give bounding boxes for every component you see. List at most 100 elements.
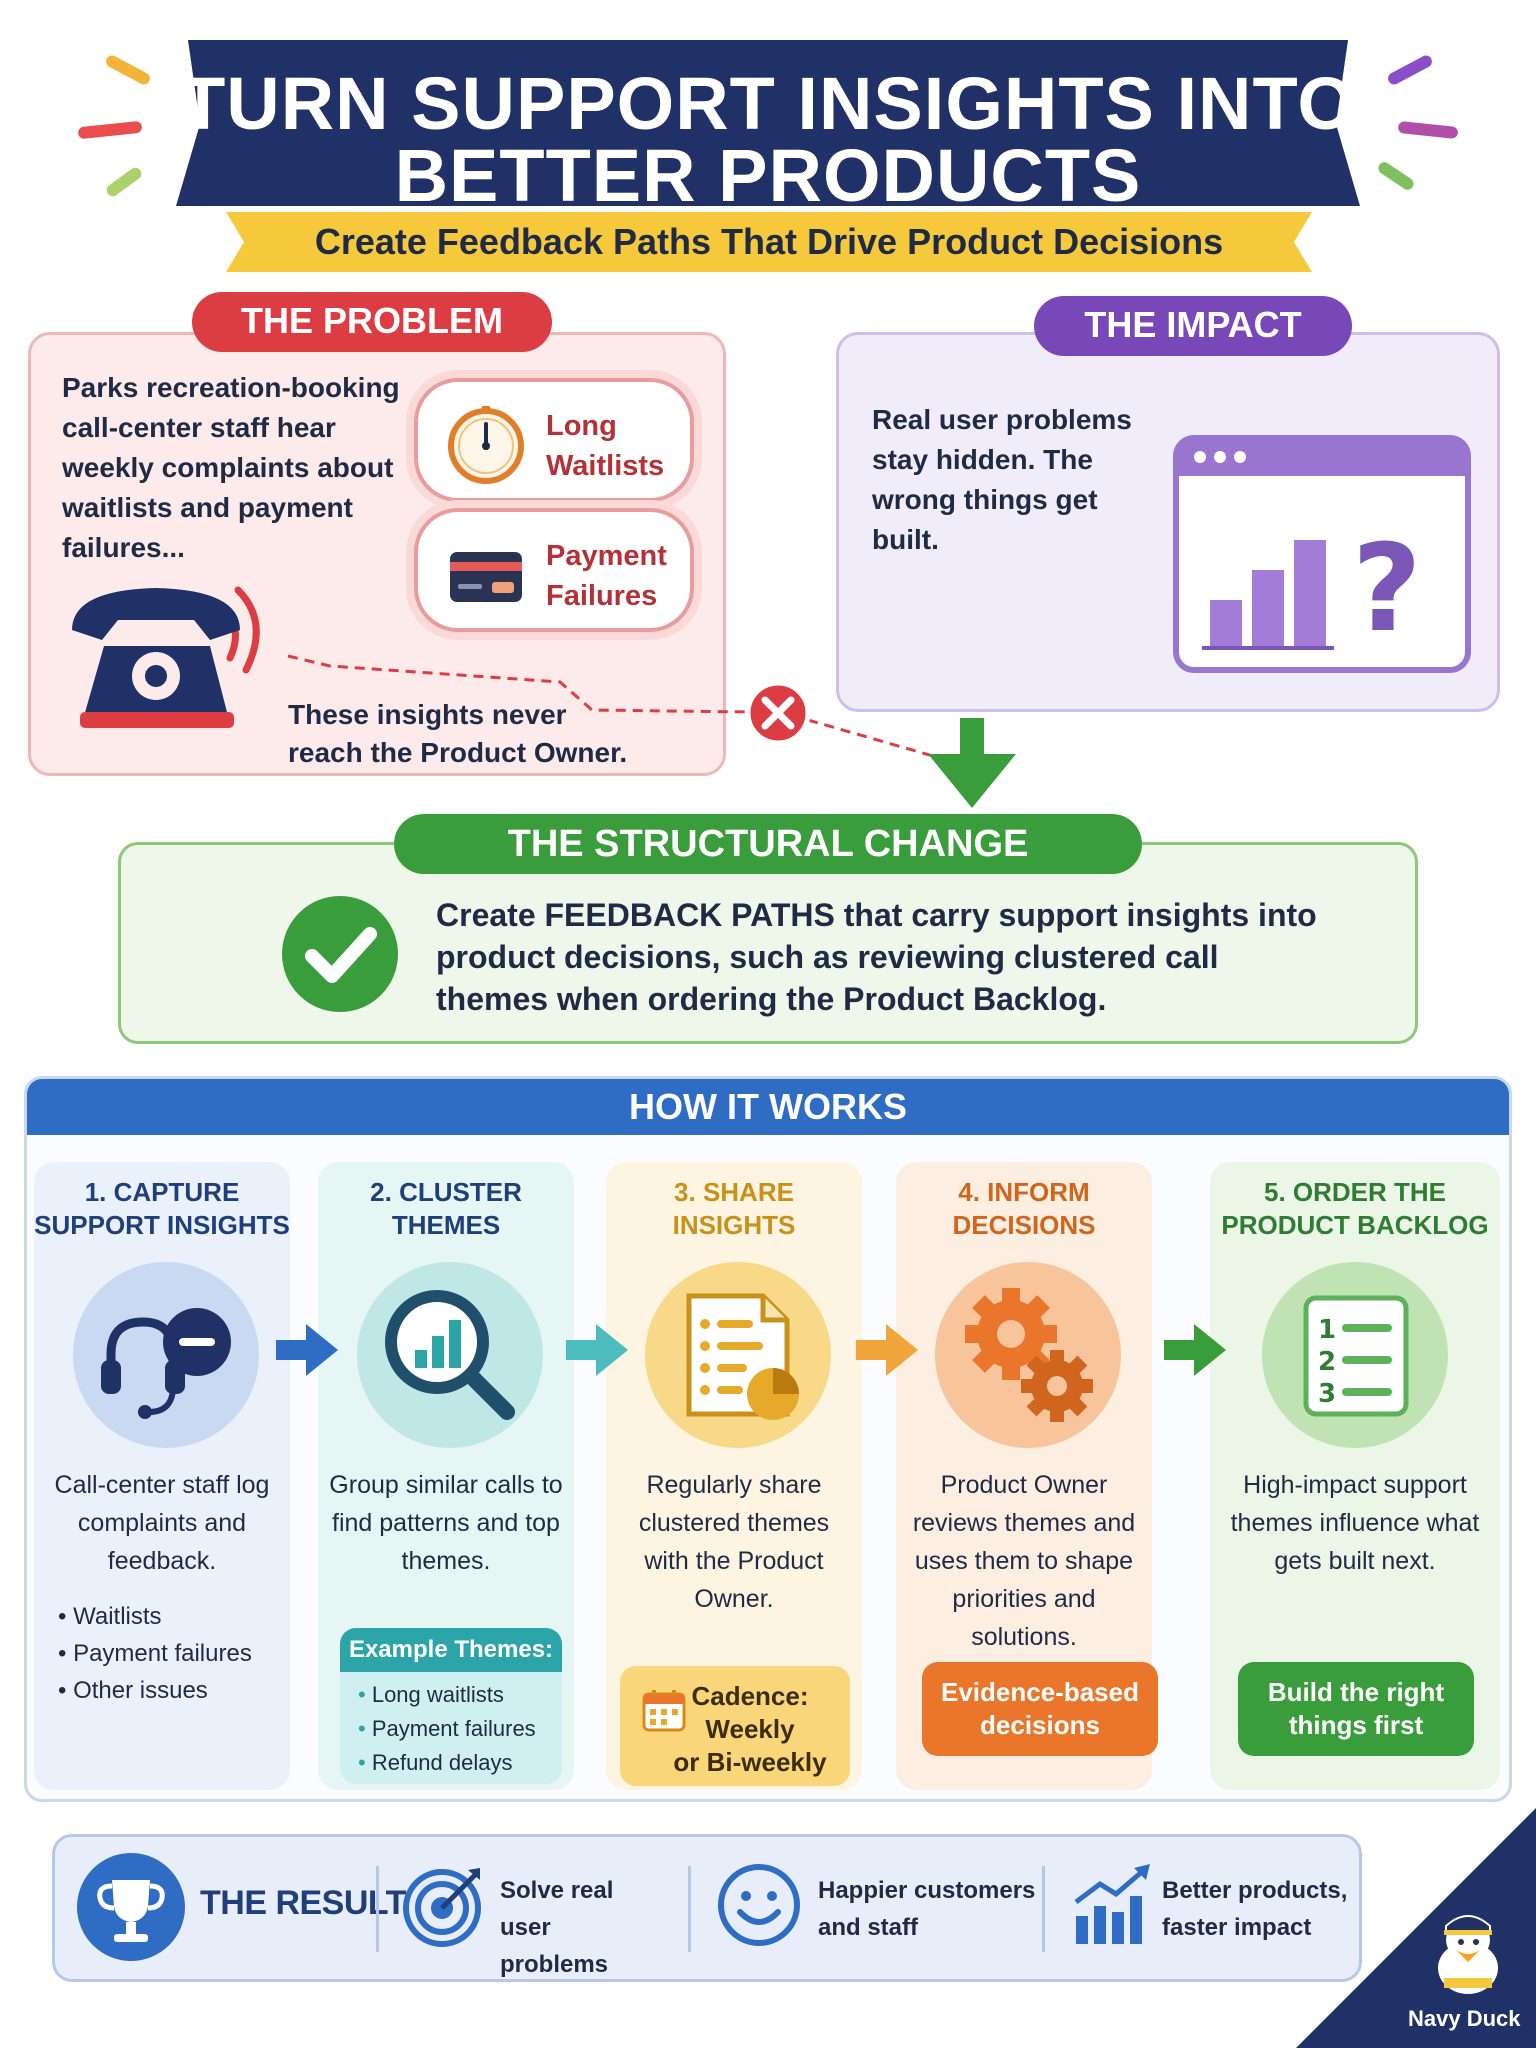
broken-connector	[287, 654, 941, 760]
telephone-icon	[72, 586, 260, 728]
list-item: Refund delays	[358, 1746, 562, 1780]
problem-tag: THE PROBLEM	[192, 292, 552, 352]
step-description: Regularly share clustered themes with th…	[638, 1471, 830, 1613]
step-title-line: 1. CAPTURE	[84, 1177, 240, 1207]
arrow-right-icon	[856, 1324, 918, 1376]
step-icon-circle	[935, 1262, 1121, 1448]
step-inform: 4. INFORM DECISIONS	[896, 1162, 1158, 1790]
step-description: Product Owner reviews themes and uses th…	[912, 1471, 1136, 1651]
payment-failures-label: Payment Failures	[546, 536, 667, 616]
numbered-list-icon: 1 2 3	[1303, 1295, 1409, 1417]
clock-icon	[448, 406, 524, 484]
step-title-line: THEMES	[391, 1210, 501, 1240]
list-item: Payment failures	[358, 1712, 562, 1746]
page-title: TURN SUPPORT INSIGHTS INTO BETTER PRODUC…	[168, 62, 1368, 213]
chip-line: Long	[546, 410, 617, 442]
result-line: and staff	[818, 1914, 919, 1941]
step-capture: 1. CAPTURE SUPPORT INSIGHTS Call-center …	[34, 1162, 290, 1790]
subtitle-ribbon: Create Feedback Paths That Drive Product…	[226, 208, 1312, 274]
cadence-text: Cadence: Weekly or Bi-weekly	[660, 1680, 840, 1779]
example-themes-heading: Example Themes:	[340, 1628, 562, 1672]
step-description: Call-center staff log complaints and fee…	[54, 1471, 270, 1575]
step-title-line: 4. INFORM	[958, 1177, 1090, 1207]
result-line: Solve real user	[500, 1877, 614, 1941]
blocked-x-icon	[745, 680, 811, 746]
svg-text:3: 3	[1318, 1379, 1336, 1409]
title-banner: TURN SUPPORT INSIGHTS INTO BETTER PRODUC…	[168, 34, 1368, 213]
result-item-solve: Solve real user problems	[500, 1872, 670, 1983]
impact-tag: THE IMPACT	[1034, 296, 1352, 356]
svg-text:1: 1	[1318, 1315, 1336, 1345]
cadence-line: or Bi-weekly	[673, 1747, 827, 1777]
build-right-things-badge: Build the right things first	[1238, 1662, 1474, 1756]
structural-change-text: Create FEEDBACK PATHS that carry support…	[436, 897, 1317, 1017]
check-circle-icon	[282, 896, 398, 1012]
step-title-line: 3. SHARE	[674, 1177, 794, 1207]
step-title-line: PRODUCT BACKLOG	[1221, 1210, 1489, 1240]
step-title: 2. CLUSTER THEMES	[318, 1176, 574, 1242]
cadence-box: Cadence: Weekly or Bi-weekly	[620, 1666, 850, 1786]
cadence-line: Cadence:	[691, 1681, 809, 1711]
step-title-line: 2. CLUSTER	[370, 1177, 522, 1207]
growth-chart-icon	[1074, 1864, 1150, 1944]
step-share: 3. SHARE INSIGHTS Regularly share cluste…	[606, 1162, 862, 1790]
document-pie-icon	[686, 1293, 799, 1420]
calendar-icon	[642, 1690, 686, 1732]
step-title: 3. SHARE INSIGHTS	[606, 1176, 862, 1242]
badge-line: things first	[1288, 1710, 1424, 1740]
page-subtitle: Create Feedback Paths That Drive Product…	[314, 221, 1224, 262]
step-cluster: 2. CLUSTER THEMES Group similar calls to…	[318, 1162, 574, 1790]
list-item: Other issues	[58, 1672, 252, 1709]
title-line-1: TURN SUPPORT INSIGHTS INTO	[180, 62, 1356, 145]
result-line: faster impact	[1162, 1914, 1312, 1941]
headset-chat-icon	[101, 1308, 231, 1419]
result-line: problems	[500, 1951, 609, 1978]
brand-name: Navy Duck	[1408, 2006, 1521, 2031]
list-item: Long waitlists	[358, 1678, 562, 1712]
svg-text:2: 2	[1318, 1347, 1336, 1377]
result-item-better: Better products, faster impact	[1162, 1872, 1352, 1946]
capture-bullet-list: Waitlists Payment failures Other issues	[58, 1598, 252, 1709]
result-item-happier: Happier customers and staff	[818, 1872, 1038, 1946]
step-title-line: INSIGHTS	[672, 1210, 796, 1240]
result-line: Happier customers	[818, 1877, 1036, 1904]
step-order-backlog: 5. ORDER THE PRODUCT BACKLOG 1 2 3 High-…	[1210, 1162, 1500, 1790]
badge-line: Build the right	[1267, 1677, 1445, 1707]
cadence-line: Weekly	[705, 1714, 795, 1744]
step-icon-circle	[645, 1262, 831, 1448]
problem-text: Parks recreation-booking call-center sta…	[62, 372, 400, 563]
arrow-right-icon	[566, 1324, 628, 1376]
step-title-line: DECISIONS	[952, 1210, 1096, 1240]
list-item: Waitlists	[58, 1598, 252, 1635]
example-themes-box: Example Themes: Long waitlists Payment f…	[340, 1628, 562, 1784]
example-themes-list: Long waitlists Payment failures Refund d…	[340, 1672, 562, 1780]
step-title: 4. INFORM DECISIONS	[896, 1176, 1152, 1242]
payment-failures-chip: Payment Failures	[414, 508, 694, 632]
step-icon-circle	[73, 1262, 259, 1448]
svg-text:?: ?	[1352, 520, 1422, 659]
long-waitlists-label: Long Waitlists	[546, 406, 664, 486]
impact-text: Real user problems stay hidden. The wron…	[872, 404, 1132, 555]
structural-change-tag: THE STRUCTURAL CHANGE	[394, 814, 1142, 874]
chip-line: Waitlists	[546, 450, 665, 482]
step-icon-circle	[357, 1262, 543, 1448]
browser-chart-question-icon: ?	[1173, 435, 1471, 673]
arrow-right-icon	[1164, 1324, 1226, 1376]
chip-line: Failures	[546, 580, 658, 612]
step-title-line: SUPPORT INSIGHTS	[34, 1210, 290, 1240]
chip-line: Payment	[546, 540, 667, 572]
step-icon-circle: 1 2 3	[1262, 1262, 1448, 1448]
gears-icon	[965, 1288, 1093, 1422]
credit-card-icon	[450, 552, 522, 602]
navy-duck-logo	[1296, 1808, 1536, 2048]
badge-line: decisions	[980, 1710, 1100, 1740]
magnifier-chart-icon	[385, 1290, 515, 1420]
smile-icon	[718, 1864, 800, 1946]
step-title: 5. ORDER THE PRODUCT BACKLOG	[1210, 1176, 1500, 1242]
evidence-based-badge: Evidence-based decisions	[922, 1662, 1158, 1756]
step-title-line: 5. ORDER THE	[1263, 1177, 1447, 1207]
step-description: High-impact support themes influence wha…	[1230, 1471, 1480, 1575]
long-waitlists-chip: Long Waitlists	[414, 378, 694, 502]
arrow-down-icon	[928, 718, 1016, 808]
result-bar	[52, 1834, 1362, 1982]
